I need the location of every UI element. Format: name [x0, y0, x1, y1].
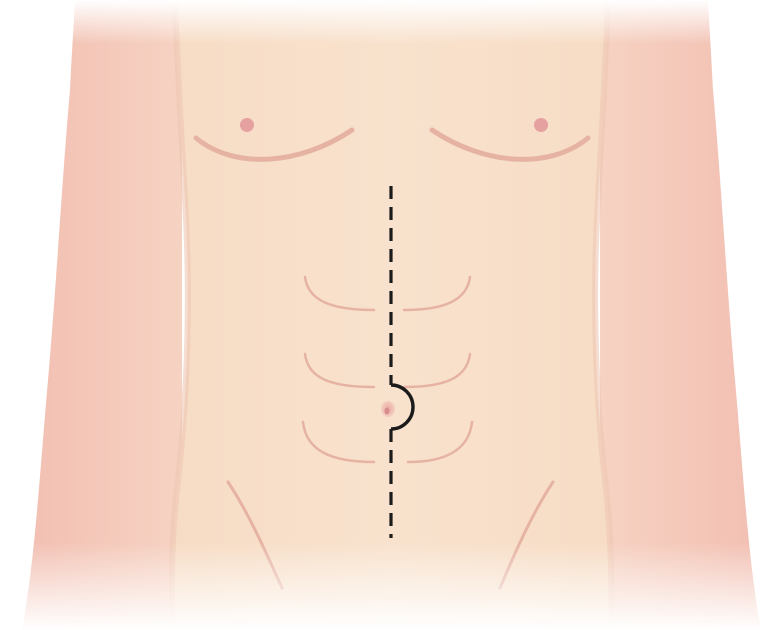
fade-overlay — [0, 0, 783, 630]
abdominal-incision-figure — [0, 0, 783, 630]
torso-illustration — [0, 0, 783, 630]
